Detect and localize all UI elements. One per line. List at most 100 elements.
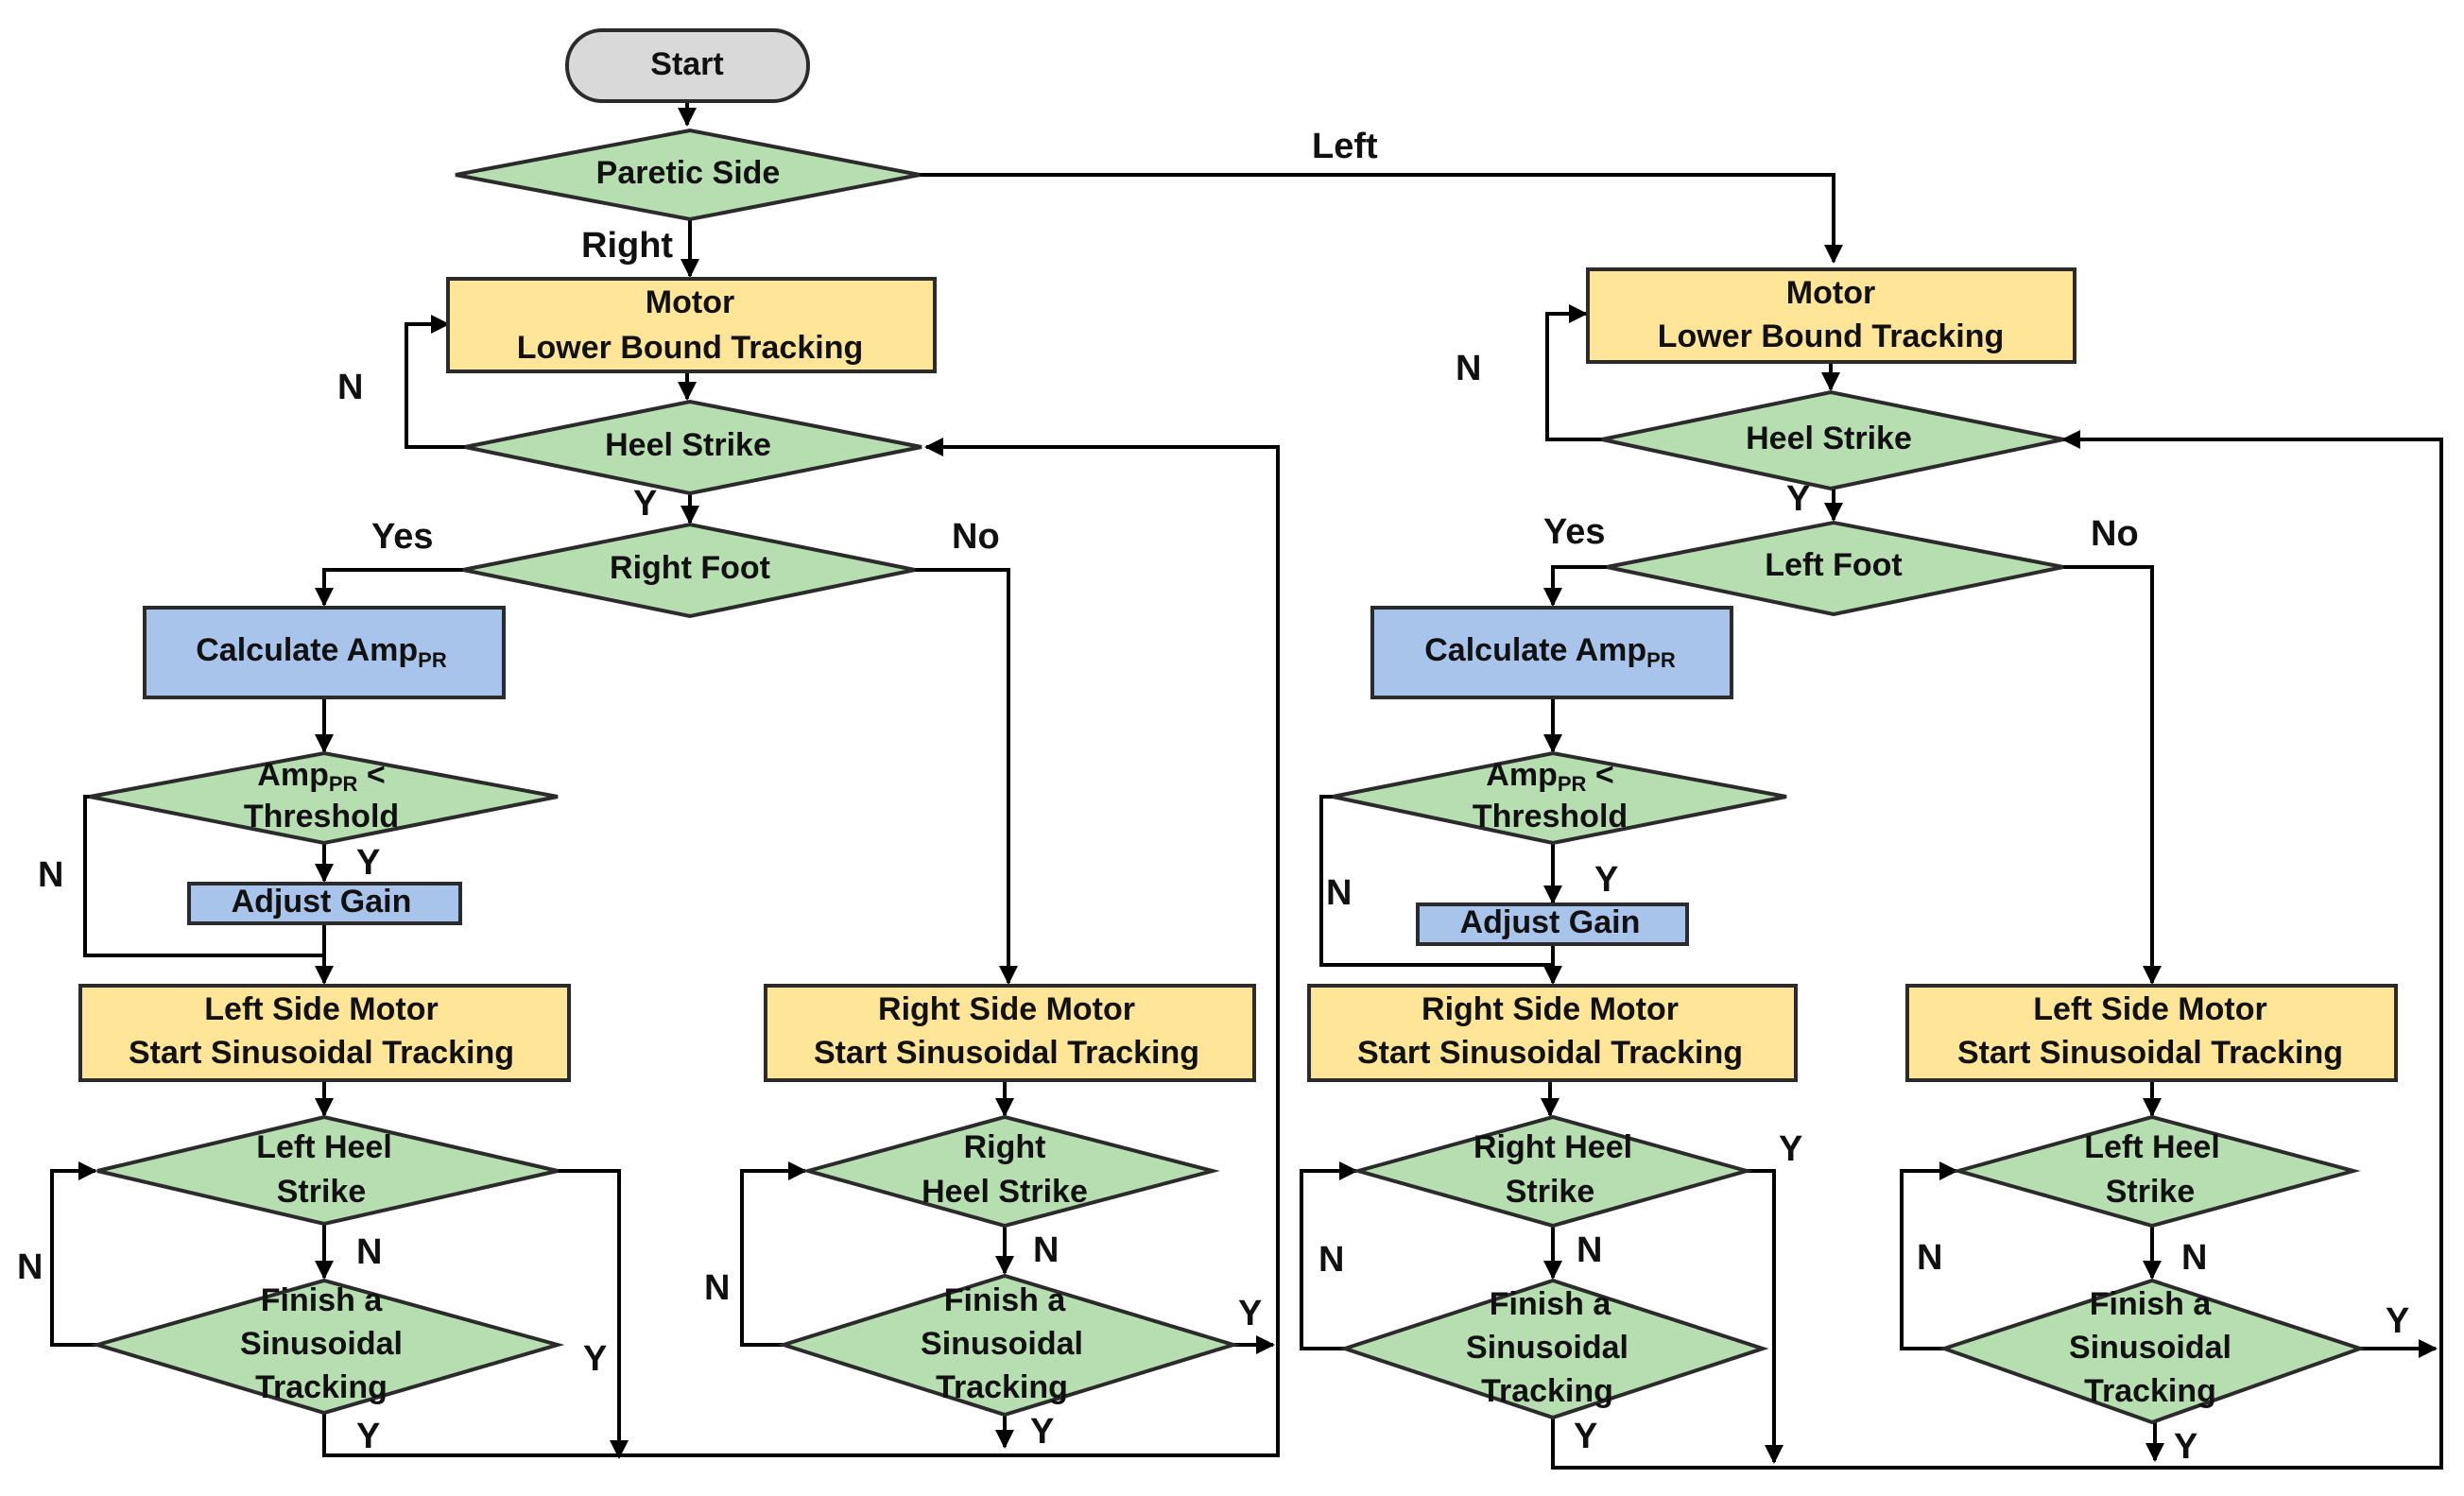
edge-label-l-rheel-y: Y bbox=[1779, 1129, 1802, 1169]
edge-r-foot-no bbox=[915, 568, 1018, 985]
l-amp-line2: Threshold bbox=[1473, 799, 1628, 834]
l-left-foot-label: Left Foot bbox=[1765, 547, 1902, 583]
edge-l-fin2-n-loop bbox=[1900, 1161, 1958, 1350]
r-amp-main: Amp bbox=[257, 757, 329, 793]
edge-label-r-fin2-y-bottom: Y bbox=[1030, 1412, 1054, 1452]
edge-label-left: Left bbox=[1312, 127, 1378, 166]
l-motor-line1: Motor bbox=[1786, 275, 1875, 311]
l-finish1-line2: Sinusoidal bbox=[1466, 1330, 1628, 1366]
edge-labels: Left Right N Y Yes No Y N N N Y Y N N Y … bbox=[17, 127, 2409, 1467]
edge-l-foot-yes bbox=[1543, 565, 1607, 607]
l-left-heel-line1: Left Heel bbox=[2084, 1129, 2220, 1165]
edge-label-r-fin1-y: Y bbox=[356, 1417, 380, 1456]
l-calc-main: Calculate Amp bbox=[1424, 632, 1646, 668]
l-adjust-gain-label: Adjust Gain bbox=[1460, 904, 1641, 940]
paretic-side-label: Paretic Side bbox=[596, 155, 781, 191]
edge-paretic-left bbox=[920, 173, 1843, 264]
edge-label-r-amp-n: N bbox=[38, 855, 63, 895]
r-right-motor-line2: Start Sinusoidal Tracking bbox=[814, 1035, 1199, 1071]
r-finish2-decision bbox=[777, 1273, 1240, 1418]
edge-label-r-rheel-n: N bbox=[1033, 1230, 1059, 1270]
r-left-heel-line1: Left Heel bbox=[256, 1129, 392, 1165]
edge-label-l-heel-y: Y bbox=[1786, 479, 1810, 519]
r-amp-rest: < bbox=[357, 757, 385, 793]
l-right-heel-decision bbox=[1351, 1114, 1754, 1229]
r-calc-sub: PR bbox=[418, 648, 447, 672]
r-left-heel-decision bbox=[96, 1114, 559, 1227]
edge-label-l-fin2-y-right: Y bbox=[2386, 1301, 2409, 1341]
edge-r-fin1-n-loop bbox=[50, 1161, 97, 1347]
start-label: Start bbox=[650, 46, 723, 82]
edge-label-r-lheel-y: Y bbox=[583, 1339, 607, 1379]
edge-label-l-fin2-n: N bbox=[1917, 1238, 1942, 1278]
l-amp-rest: < bbox=[1586, 757, 1613, 793]
l-left-heel-decision bbox=[1951, 1114, 2361, 1229]
edge-l-rheel-y bbox=[1747, 1169, 1783, 1464]
edge-label-r-amp-y: Y bbox=[356, 843, 380, 883]
edge-label-l-amp-y: Y bbox=[1594, 860, 1618, 900]
edge-label-right: Right bbox=[581, 226, 673, 266]
l-finish2-line1: Finish a bbox=[2090, 1286, 2213, 1322]
l-calc-label: Calculate AmpPR bbox=[1424, 632, 1676, 672]
r-finish1-line3: Tracking bbox=[255, 1369, 388, 1405]
r-right-foot-label: Right Foot bbox=[610, 550, 770, 586]
edge-l-fin1-y bbox=[1551, 430, 2443, 1470]
r-right-heel-line1: Right bbox=[964, 1129, 1046, 1165]
l-heel-strike-decision bbox=[1601, 389, 2064, 491]
r-heel-strike-label: Heel Strike bbox=[605, 427, 771, 463]
shapes: Start Paretic Side Motor Lower Bound Tra… bbox=[78, 28, 2398, 1425]
start-terminal bbox=[565, 28, 810, 103]
r-calc-process bbox=[143, 606, 506, 699]
edge-r-heel-n-loop bbox=[405, 315, 465, 449]
l-amp-line1: AmpPR < bbox=[1486, 757, 1613, 796]
r-finish1-decision bbox=[90, 1278, 565, 1416]
r-calc-label: Calculate AmpPR bbox=[196, 632, 447, 672]
l-right-heel-line1: Right Heel bbox=[1473, 1129, 1632, 1165]
l-right-motor-process bbox=[1307, 984, 1798, 1082]
r-finish1-line2: Sinusoidal bbox=[240, 1326, 403, 1362]
edge-label-r-heel-y: Y bbox=[633, 484, 657, 524]
l-left-foot-decision bbox=[1606, 520, 2064, 617]
edge-label-r-foot-no: No bbox=[952, 517, 1000, 557]
l-amp-threshold-decision bbox=[1332, 750, 1787, 846]
edge-label-l-heel-n: N bbox=[1456, 349, 1481, 388]
edge-r-amp-n bbox=[83, 795, 324, 957]
r-left-heel-line2: Strike bbox=[277, 1174, 367, 1210]
l-finish1-line3: Tracking bbox=[1481, 1373, 1613, 1409]
r-right-heel-line2: Heel Strike bbox=[922, 1174, 1088, 1210]
r-left-motor-process bbox=[78, 984, 571, 1082]
l-finish1-decision bbox=[1338, 1278, 1769, 1420]
r-finish1-line1: Finish a bbox=[261, 1282, 384, 1318]
edge-label-l-fin1-y: Y bbox=[1574, 1417, 1597, 1456]
l-calc-sub: PR bbox=[1646, 648, 1676, 672]
r-right-motor-process bbox=[764, 984, 1256, 1082]
edge-label-l-rheel-n: N bbox=[1577, 1230, 1602, 1270]
l-right-heel-line2: Strike bbox=[1506, 1174, 1595, 1210]
edge-l-foot-no bbox=[2063, 565, 2162, 985]
l-left-heel-line2: Strike bbox=[2106, 1174, 2196, 1210]
l-motor-line2: Lower Bound Tracking bbox=[1658, 318, 2004, 354]
l-heel-strike-label: Heel Strike bbox=[1746, 421, 1912, 456]
edge-label-r-heel-n: N bbox=[337, 368, 363, 407]
l-left-motor-process bbox=[1905, 984, 2398, 1082]
l-finish2-decision bbox=[1938, 1278, 2367, 1425]
r-amp-threshold-decision bbox=[89, 750, 559, 846]
r-motor-process bbox=[446, 277, 937, 373]
edge-label-r-foot-yes: Yes bbox=[371, 517, 434, 557]
r-left-motor-line2: Start Sinusoidal Tracking bbox=[129, 1035, 514, 1071]
r-finish2-line3: Tracking bbox=[936, 1369, 1068, 1405]
l-amp-sub: PR bbox=[1558, 772, 1587, 796]
l-finish1-line1: Finish a bbox=[1490, 1286, 1612, 1322]
edge-l-heel-n-loop bbox=[1545, 304, 1602, 441]
r-amp-sub: PR bbox=[329, 772, 358, 796]
l-motor-process bbox=[1586, 267, 2076, 364]
r-amp-line1: AmpPR < bbox=[257, 757, 385, 796]
edge-label-l-foot-no: No bbox=[2091, 514, 2139, 554]
edge-label-r-fin2-y-right: Y bbox=[1238, 1294, 1262, 1333]
r-calc-main: Calculate Amp bbox=[196, 632, 418, 668]
l-right-motor-line2: Start Sinusoidal Tracking bbox=[1357, 1035, 1743, 1071]
edge-label-l-fin2-y-bottom: Y bbox=[2174, 1427, 2197, 1467]
edge-r-fin2-n-loop bbox=[740, 1161, 807, 1347]
r-adjust-gain-label: Adjust Gain bbox=[232, 884, 412, 920]
connectors bbox=[50, 101, 2443, 1470]
